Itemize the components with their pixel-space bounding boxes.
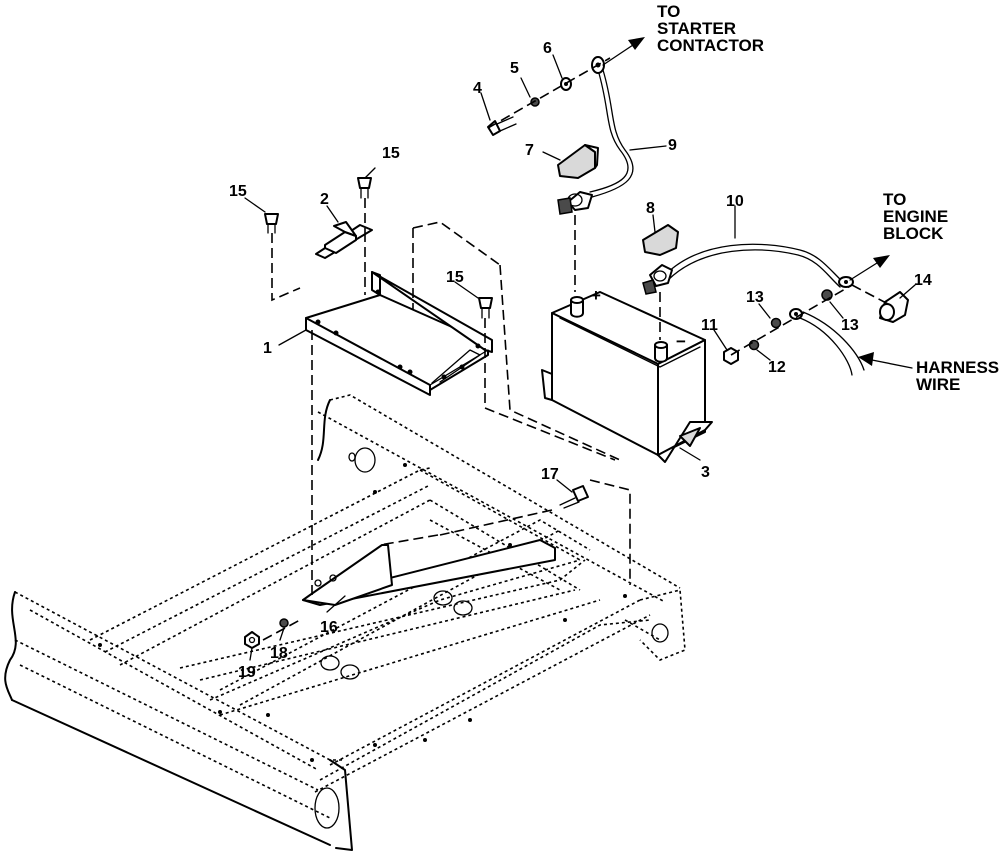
callout-17: 17 (541, 466, 559, 483)
battery-tray-1 (305, 271, 493, 396)
engine-label-line1: TO (883, 190, 906, 209)
bolt-15-right (478, 297, 493, 319)
battery-3 (541, 291, 713, 463)
callout-15-center: 15 (382, 145, 400, 162)
washer-6 (560, 77, 572, 91)
callout-15-right: 15 (446, 269, 464, 286)
to-engine-block-arrow (849, 255, 890, 281)
leader-lines (244, 54, 916, 661)
alignment-lines (262, 57, 891, 641)
starter-label-line1: TO (657, 2, 680, 21)
engine-label-line3: BLOCK (883, 224, 944, 243)
callout-13-right: 13 (841, 317, 859, 334)
nut-11 (723, 347, 739, 365)
callout-16: 16 (320, 619, 338, 636)
callout-12: 12 (768, 359, 786, 376)
bracket-16 (302, 539, 556, 606)
washer-12 (748, 339, 760, 351)
vehicle-frame (4, 394, 686, 851)
callout-6: 6 (543, 40, 552, 57)
label-to-engine-block: TO ENGINE BLOCK (883, 190, 948, 243)
callout-4: 4 (473, 80, 482, 97)
harness-label-line2: WIRE (916, 375, 960, 394)
to-starter-arrow (602, 37, 645, 66)
label-harness-wire: HARNESS WIRE (916, 358, 999, 394)
callout-11: 11 (701, 317, 718, 334)
callout-5: 5 (510, 60, 519, 77)
callout-7: 7 (525, 142, 534, 159)
callout-2: 2 (320, 191, 329, 208)
harness-wire (789, 308, 865, 376)
terminal-cover-7 (557, 144, 599, 179)
positive-cable-9 (557, 56, 634, 215)
label-to-starter-contactor: TO STARTER CONTACTOR (657, 2, 764, 55)
bolt-4 (487, 116, 517, 136)
negative-terminal-mark: − (676, 332, 686, 351)
bolt-15-left (264, 213, 279, 234)
harness-label-line1: HARNESS (916, 358, 999, 377)
starter-label-line3: CONTACTOR (657, 36, 764, 55)
engine-label-line2: ENGINE (883, 207, 948, 226)
callout-9: 9 (668, 137, 677, 154)
callout-3: 3 (701, 464, 710, 481)
callout-18: 18 (270, 645, 288, 662)
bolt-17 (559, 485, 589, 509)
washer-18 (279, 618, 289, 628)
callout-13-left: 13 (746, 289, 764, 306)
callout-10: 10 (726, 193, 744, 210)
callout-1: 1 (263, 340, 272, 357)
hold-down-clamp-2 (315, 221, 373, 259)
washer-13-right (821, 289, 833, 301)
callout-14: 14 (914, 272, 932, 289)
terminal-cover-8 (642, 224, 679, 256)
nut-19 (244, 631, 260, 649)
harness-wire-arrow (858, 352, 913, 369)
callout-19: 19 (238, 664, 256, 681)
connector-14 (879, 291, 909, 323)
washer-13-left (770, 317, 782, 329)
positive-terminal-mark: + (591, 286, 601, 305)
negative-cable-10 (642, 243, 854, 295)
callout-15-left: 15 (229, 183, 247, 200)
callout-8: 8 (646, 200, 655, 217)
starter-label-line2: STARTER (657, 19, 736, 38)
bolt-15-center (357, 177, 372, 199)
lock-washer-5 (530, 97, 540, 107)
